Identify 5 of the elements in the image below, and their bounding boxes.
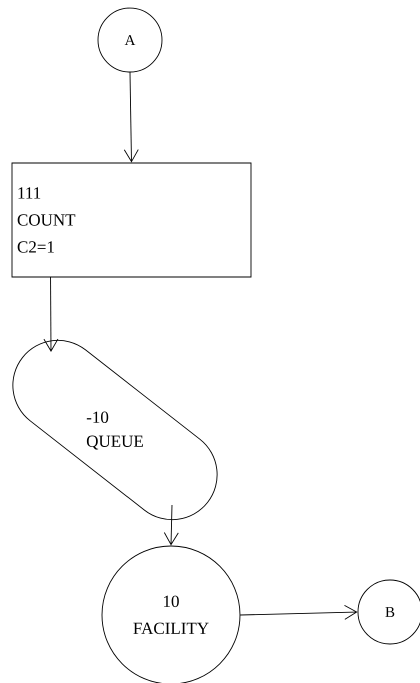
arrow — [164, 504, 179, 546]
arrow — [43, 277, 58, 352]
process-box: 111 COUNT C2=1 — [12, 162, 252, 278]
arrow — [124, 72, 139, 163]
arrow — [240, 604, 358, 620]
